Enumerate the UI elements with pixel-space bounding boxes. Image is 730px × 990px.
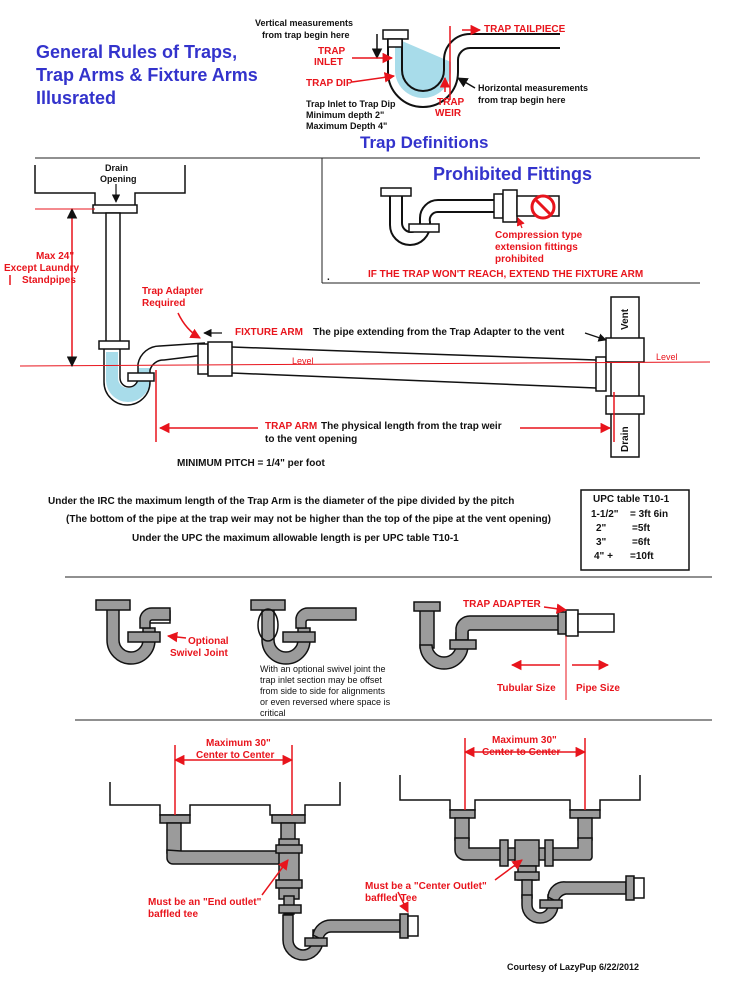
- end-outlet-note-2: baffled tee: [148, 909, 199, 920]
- horizontal-note-1: Horizontal measurements: [478, 83, 589, 93]
- level-label-right: Level: [656, 352, 678, 362]
- upc-table-title: UPC table T10-1: [593, 494, 670, 505]
- max-30-left-1: Maximum 30": [206, 738, 271, 749]
- max-height-label-3: Standpipes: [22, 275, 76, 286]
- stray-dot: .: [327, 272, 330, 283]
- swivel-note-4: or even reversed where space is: [260, 697, 391, 707]
- drain-opening-label-1: Drain: [105, 163, 129, 173]
- upc-length-3: =10ft: [630, 551, 654, 562]
- trap-definitions-heading: Trap Definitions: [360, 133, 489, 152]
- page-title-line-1: General Rules of Traps,: [36, 42, 238, 62]
- swivel-note-5: critical: [260, 708, 286, 718]
- pipe-size-label: Pipe Size: [576, 683, 620, 694]
- trap-adapter-label: TRAP ADAPTER: [463, 599, 541, 610]
- trap-adapter-required-1: Trap Adapter: [142, 286, 204, 297]
- irc-rule-1: Under the IRC the maximum length of the …: [48, 496, 515, 507]
- tubular-size-label: Tubular Size: [497, 683, 556, 694]
- swivel-label-2: Swivel Joint: [170, 648, 228, 659]
- prohibited-note-2: extension fittings: [495, 242, 578, 253]
- fixture-arm-description: The pipe extending from the Trap Adapter…: [313, 327, 565, 338]
- irc-rule-2: (The bottom of the pipe at the trap weir…: [66, 514, 551, 525]
- upc-length-0: = 3ft 6in: [630, 509, 669, 520]
- upc-size-2: 3": [596, 537, 607, 548]
- max-30-left-2: Center to Center: [196, 750, 275, 761]
- max-30-right-1: Maximum 30": [492, 735, 557, 746]
- trap-arm-description-1: The physical length from the trap weir: [321, 421, 502, 432]
- drain-opening-label-2: Opening: [100, 174, 137, 184]
- prohibited-note-1: Compression type: [495, 230, 583, 241]
- trap-arm-description-2: to the vent opening: [265, 434, 358, 445]
- upc-length-1: =5ft: [632, 523, 651, 534]
- depth-note-2: Minimum depth 2": [306, 110, 385, 120]
- upc-length-2: =6ft: [632, 537, 651, 548]
- upc-rule: Under the UPC the maximum allowable leng…: [132, 533, 459, 544]
- upc-size-3: 4" +: [594, 551, 613, 562]
- trap-arm-label: TRAP ARM: [265, 421, 318, 432]
- prohibited-fittings-figure: [380, 187, 560, 246]
- max-30-right-2: Center to Center: [482, 747, 561, 758]
- center-outlet-note-2: baffled Tee: [365, 893, 418, 904]
- trap-dip-label: TRAP DIP: [306, 78, 353, 89]
- vertical-note-2: from trap begin here: [262, 30, 350, 40]
- depth-note-3: Maximum Depth 4": [306, 121, 388, 131]
- double-sink-end-outlet-figure: [109, 745, 419, 961]
- swivel-note-2: trap inlet section may be offset: [260, 675, 382, 685]
- trap-weir-label-2: WEIR: [435, 108, 462, 119]
- trap-adapter-required-2: Required: [142, 298, 186, 309]
- max-height-label-2: Except Laundry: [4, 263, 80, 274]
- upc-size-0: 1-1/2": [591, 509, 619, 520]
- fixture-arm-figure: [9, 165, 711, 458]
- drain-label: Drain: [620, 426, 631, 452]
- swivel-label-1: Optional: [188, 636, 229, 647]
- swivel-note-1: With an optional swivel joint the: [260, 664, 386, 674]
- page-title-line-3: Illusrated: [36, 88, 117, 108]
- trap-weir-label-1: TRAP: [437, 97, 465, 108]
- trap-inlet-label-2: INLET: [314, 57, 343, 68]
- upc-table-box: [580, 489, 690, 571]
- level-label-left: Level: [292, 356, 314, 366]
- prohibited-fittings-heading: Prohibited Fittings: [433, 164, 592, 184]
- prohibited-note-3: prohibited: [495, 254, 544, 265]
- end-outlet-note-1: Must be an "End outlet": [148, 897, 262, 908]
- center-outlet-note-1: Must be a "Center Outlet": [365, 881, 487, 892]
- trap-tailpiece-label: TRAP TAILPIECE: [484, 24, 566, 35]
- trap-inlet-label-1: TRAP: [318, 46, 346, 57]
- max-height-label-1: Max 24": [36, 251, 75, 262]
- vertical-note-1: Vertical measurements: [255, 18, 354, 28]
- swivel-joint-figures: [95, 599, 615, 670]
- prohibited-rule: IF THE TRAP WON'T REACH, EXTEND THE FIXT…: [368, 269, 644, 280]
- depth-note-1: Trap Inlet to Trap Dip: [306, 99, 396, 109]
- swivel-note-3: from side to side for alignments: [260, 686, 386, 696]
- fixture-arm-label: FIXTURE ARM: [235, 327, 303, 338]
- vent-label: Vent: [620, 308, 631, 330]
- double-sink-center-outlet-figure: [399, 738, 645, 924]
- footer-credit: Courtesy of LazyPup 6/22/2012: [507, 962, 640, 972]
- upc-size-1: 2": [596, 523, 607, 534]
- horizontal-note-2: from trap begin here: [478, 95, 566, 105]
- page-title-line-2: Trap Arms & Fixture Arms: [36, 65, 258, 85]
- minimum-pitch: MINIMUM PITCH = 1/4" per foot: [177, 458, 325, 469]
- trap-definition-figure: [351, 24, 560, 108]
